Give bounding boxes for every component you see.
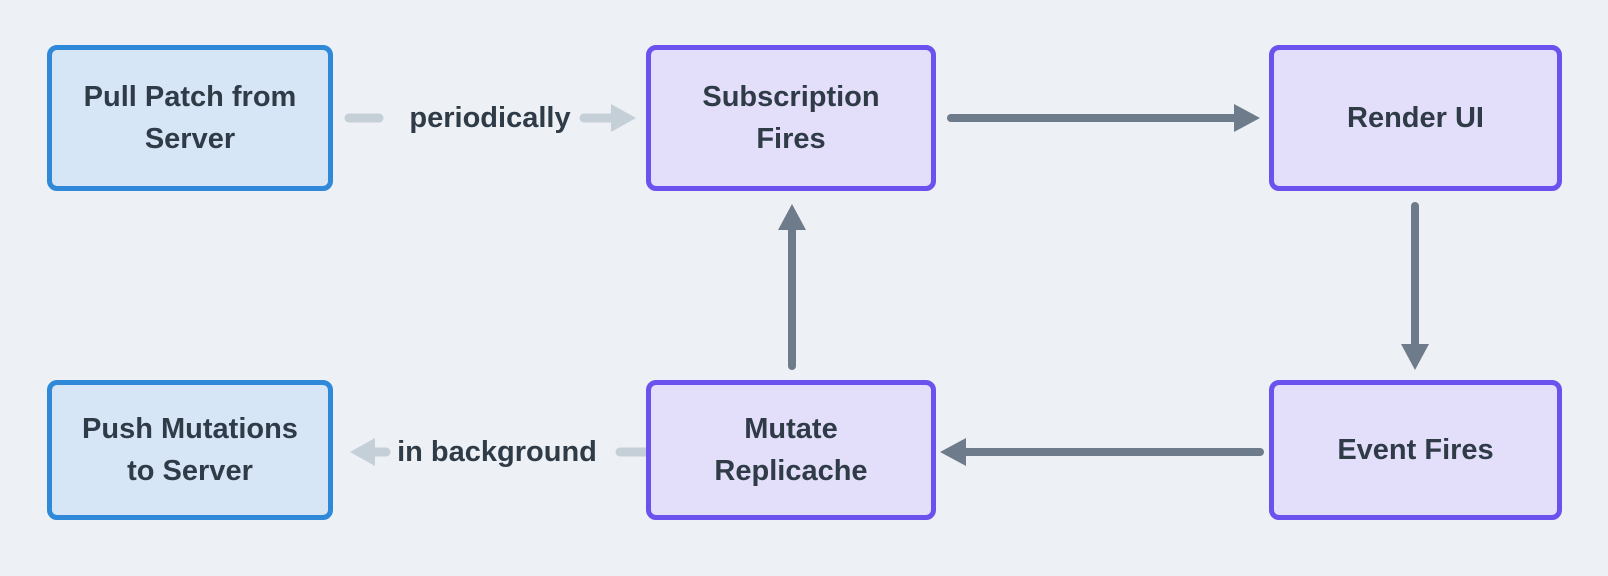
node-label: Pull Patch from Server bbox=[83, 80, 297, 155]
edge-label-periodically: periodically bbox=[409, 102, 571, 134]
edge-mutate-to-subscription-arrow-up-icon bbox=[778, 204, 806, 370]
node-mutate-replicache: Mutate Replicache bbox=[646, 380, 936, 520]
edge-label-in-background: in background bbox=[397, 436, 597, 468]
edge-render-to-event-arrow-down-icon bbox=[1401, 202, 1429, 370]
node-event-fires: Event Fires bbox=[1269, 380, 1562, 520]
node-label: Event Fires bbox=[1337, 433, 1494, 466]
node-label: Render UI bbox=[1347, 101, 1484, 134]
node-label: Subscription Fires bbox=[702, 80, 880, 155]
edge-subscription-to-render-arrow-right-icon bbox=[947, 104, 1260, 132]
node-label: Push Mutations to Server bbox=[82, 412, 298, 487]
node-label: Mutate Replicache bbox=[714, 412, 868, 487]
node-render-ui: Render UI bbox=[1269, 45, 1562, 191]
node-pull-patch-from-server: Pull Patch from Server bbox=[47, 45, 333, 191]
node-push-mutations-to-server: Push Mutations to Server bbox=[47, 380, 333, 520]
edge-event-to-mutate-arrow-left-icon bbox=[940, 438, 1264, 466]
node-subscription-fires: Subscription Fires bbox=[646, 45, 936, 191]
